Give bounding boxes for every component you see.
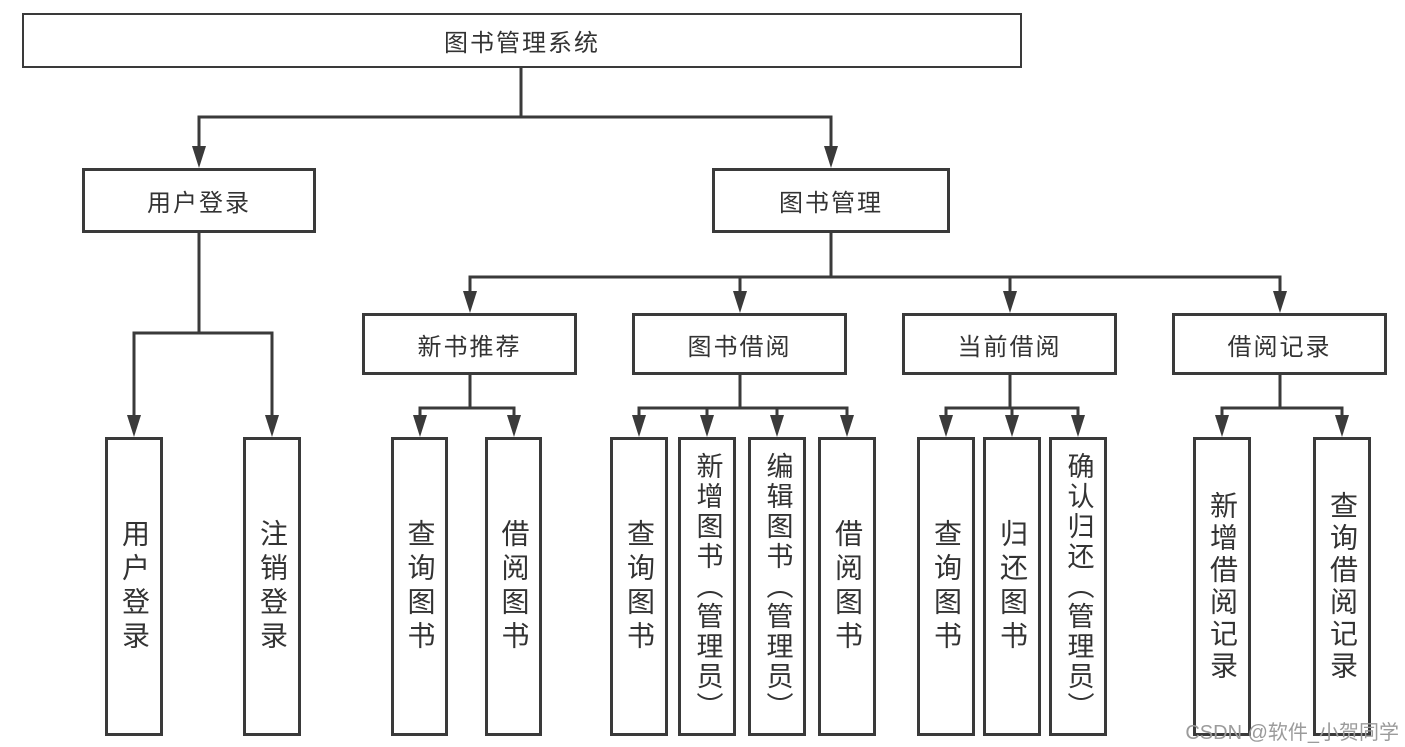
node-user-login-label: 用户登录: [147, 190, 251, 217]
node-new-book-recommend: 新书推荐: [362, 313, 577, 375]
node-current-borrow-label: 当前借阅: [957, 333, 1062, 361]
leaf-cb-query-book-label: 查询图书: [931, 518, 962, 655]
leaf-cb-confirm-return-label: 确认归还（管理员）: [1063, 451, 1094, 722]
node-book-management-label: 图书管理: [779, 190, 883, 217]
leaf-nb-borrow-book-label: 借阅图书: [498, 518, 530, 655]
leaf-bb-query-book-label: 查询图书: [624, 518, 655, 655]
leaf-br-add-record-label: 新增借阅记录: [1207, 490, 1238, 683]
tree-edges: [132, 66, 1344, 421]
leaf-bb-add-book-label: 新增图书（管理员）: [692, 451, 723, 722]
leaf-nb-borrow-book: 借阅图书: [485, 437, 542, 736]
node-current-borrow: 当前借阅: [902, 313, 1117, 375]
node-root-label: 图书管理系统: [444, 30, 600, 57]
leaf-bb-add-book: 新增图书（管理员）: [678, 437, 736, 736]
node-new-book-recommend-label: 新书推荐: [417, 333, 522, 361]
leaf-logout-label: 注销登录: [257, 518, 288, 655]
leaf-user-login-label: 用户登录: [119, 518, 150, 655]
leaf-cb-confirm-return: 确认归还（管理员）: [1049, 437, 1107, 736]
leaf-cb-query-book: 查询图书: [917, 437, 975, 736]
leaf-br-query-record: 查询借阅记录: [1313, 437, 1371, 736]
leaf-br-add-record: 新增借阅记录: [1193, 437, 1251, 736]
leaf-user-login: 用户登录: [105, 437, 163, 736]
leaf-bb-edit-book-label: 编辑图书（管理员）: [762, 451, 793, 722]
arrowheads: [127, 146, 1349, 437]
leaf-cb-return-book: 归还图书: [983, 437, 1041, 736]
leaf-cb-return-book-label: 归还图书: [997, 518, 1028, 655]
leaf-bb-borrow-book-label: 借阅图书: [832, 518, 863, 655]
node-root: 图书管理系统: [22, 13, 1022, 68]
node-user-login: 用户登录: [82, 168, 316, 233]
node-book-borrow-label: 图书借阅: [687, 333, 792, 361]
watermark-text: CSDN @软件_小贺同学: [1185, 722, 1399, 744]
leaf-logout: 注销登录: [243, 437, 301, 736]
node-borrow-record-label: 借阅记录: [1227, 333, 1332, 361]
leaf-br-query-record-label: 查询借阅记录: [1327, 490, 1358, 683]
node-book-management: 图书管理: [712, 168, 950, 233]
leaf-bb-query-book: 查询图书: [610, 437, 668, 736]
leaf-bb-borrow-book: 借阅图书: [818, 437, 876, 736]
node-borrow-record: 借阅记录: [1172, 313, 1387, 375]
node-book-borrow: 图书借阅: [632, 313, 847, 375]
leaf-nb-query-book: 查询图书: [391, 437, 448, 736]
leaf-nb-query-book-label: 查询图书: [404, 518, 436, 655]
leaf-bb-edit-book: 编辑图书（管理员）: [748, 437, 806, 736]
